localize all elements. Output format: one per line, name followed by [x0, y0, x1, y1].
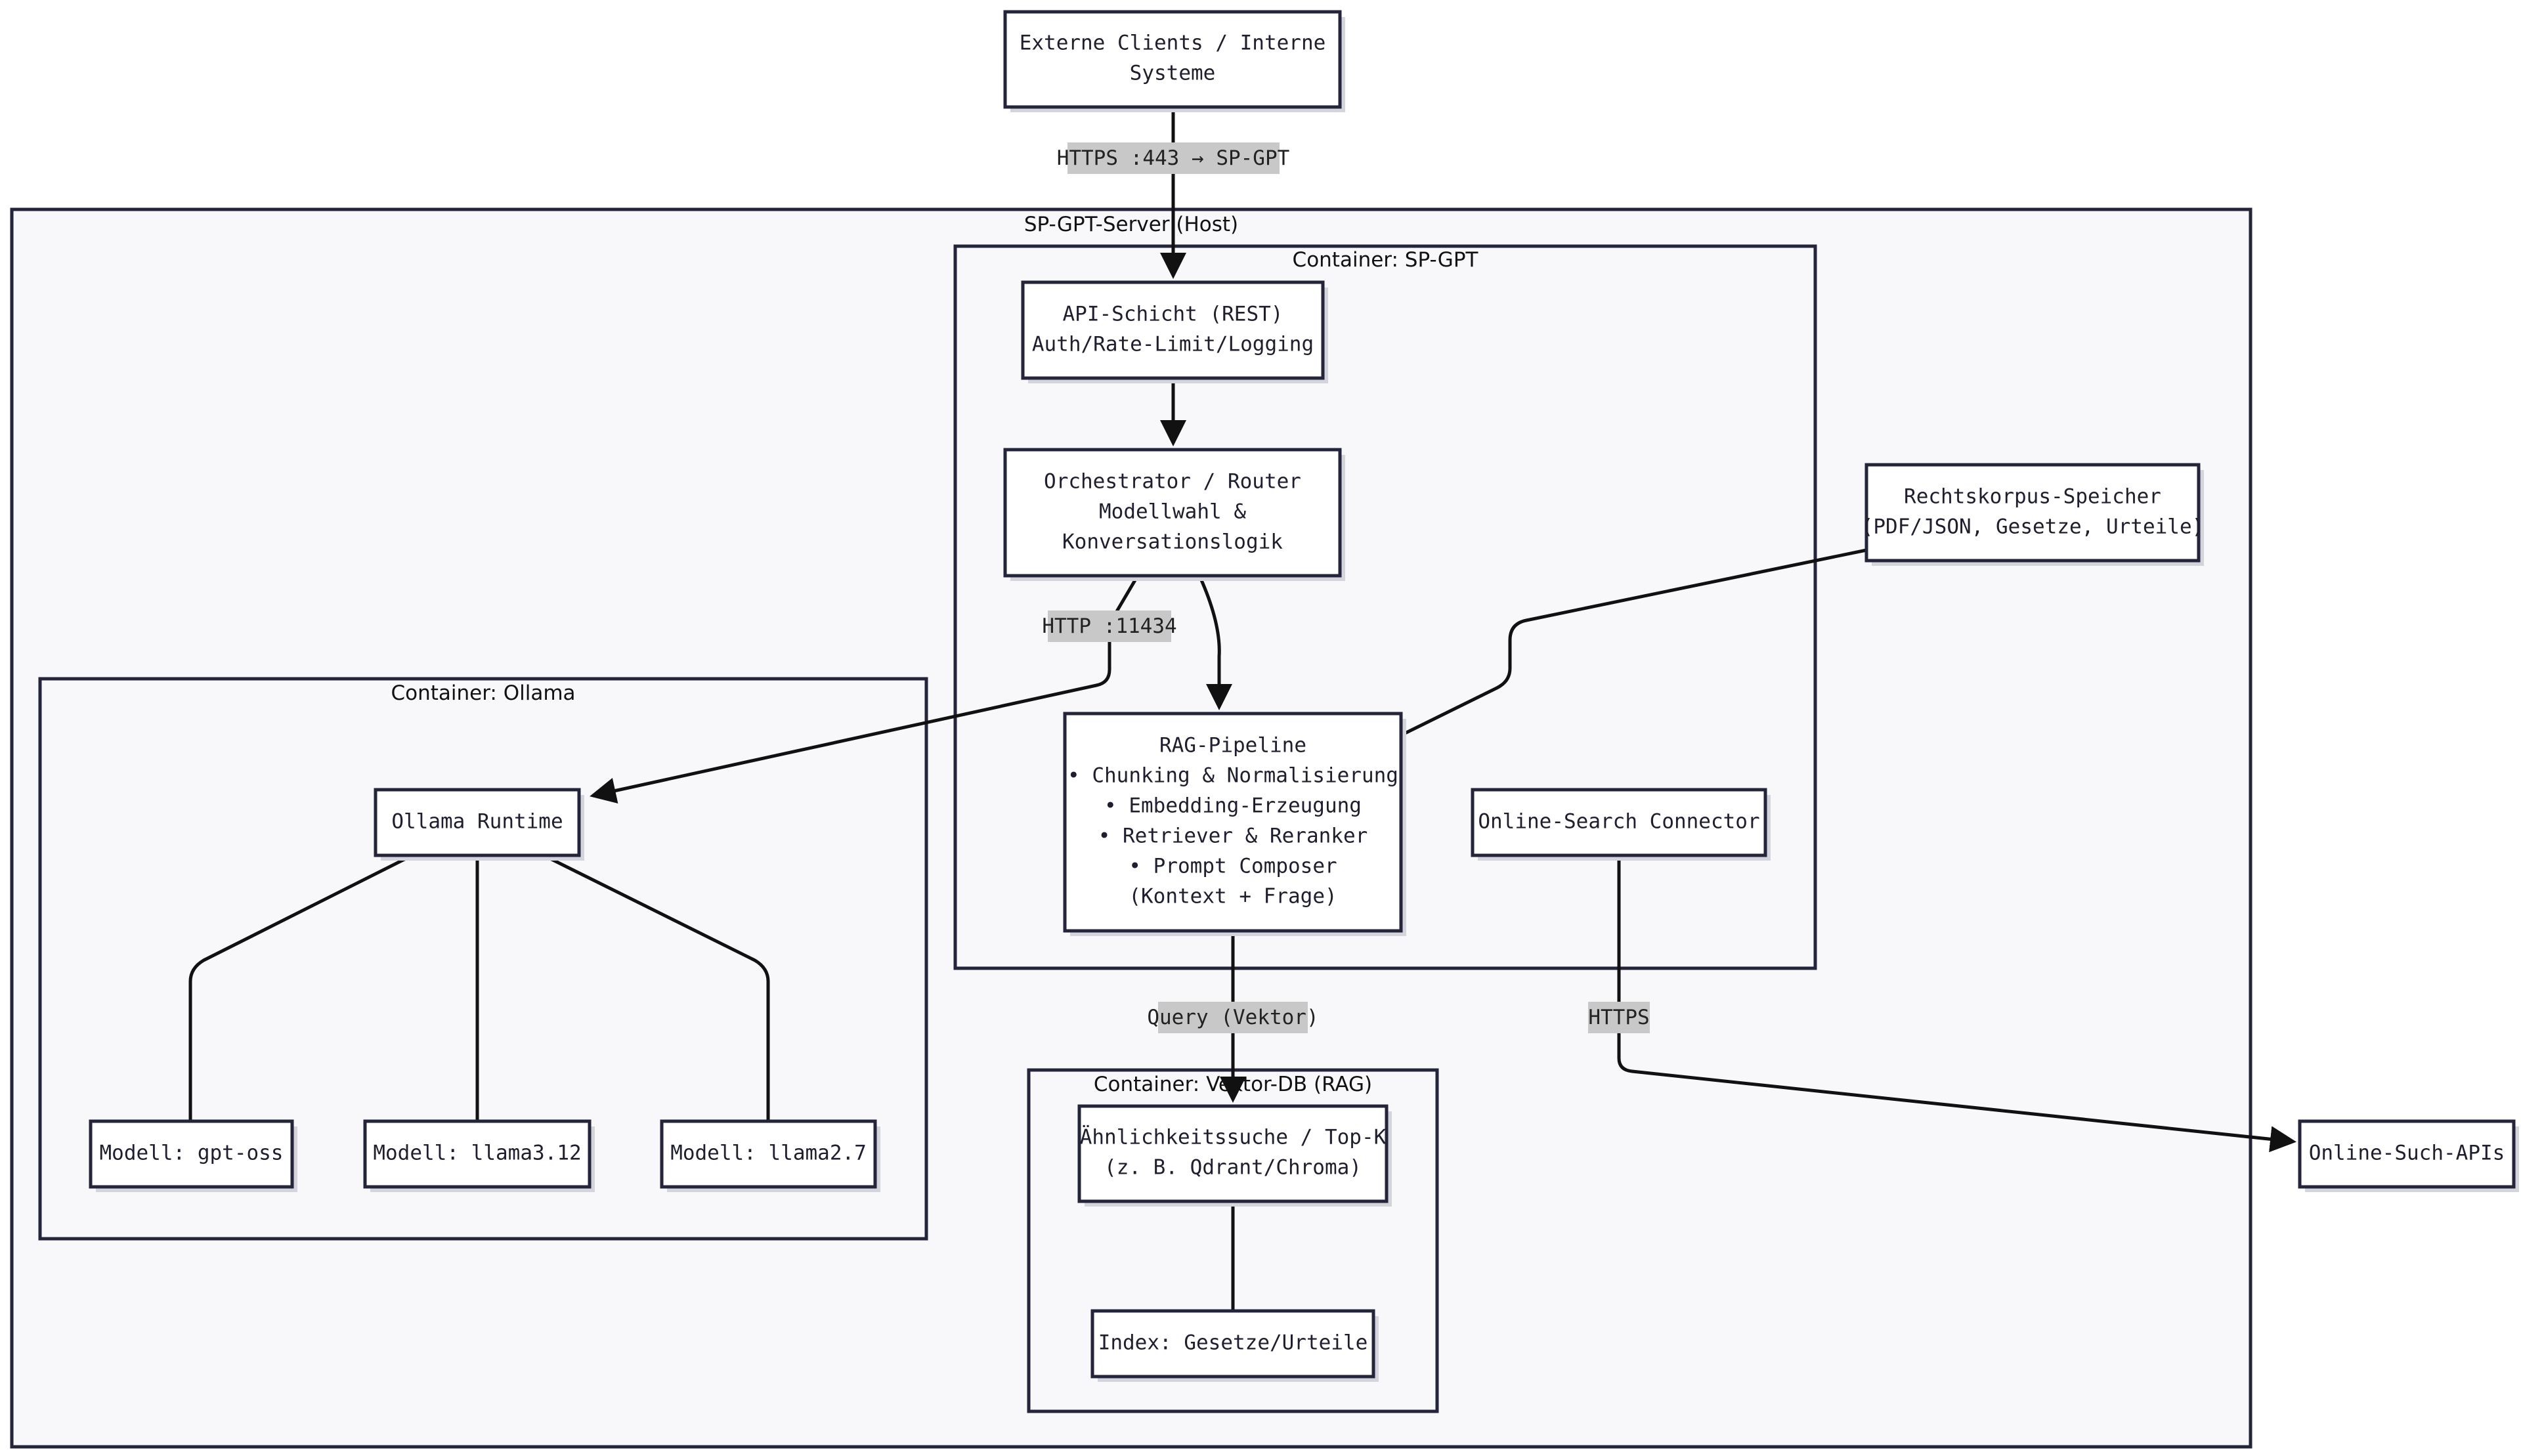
node-label-line: • Embedding-Erzeugung	[1104, 794, 1362, 818]
node-box	[1021, 280, 1325, 380]
node-box	[1003, 10, 1342, 109]
node-label-line: • Chunking & Normalisierung	[1067, 764, 1398, 788]
edge-orchestrator-to-rag	[1197, 574, 1232, 710]
cluster-spgpt-label: Container: SP-GPT	[1293, 248, 1479, 272]
node-similarity-search[interactable]: Ähnlichkeitssuche / Top-K (z. B. Qdrant/C…	[1077, 1104, 1392, 1207]
node-label-line: (z. B. Qdrant/Chroma)	[1104, 1156, 1362, 1180]
node-box	[1864, 463, 2201, 563]
node-box	[1003, 448, 1342, 578]
cluster-ollama-label: Container: Ollama	[391, 681, 575, 705]
node-box	[1077, 1104, 1389, 1203]
svg-text:HTTPS :443 → SP-GPT: HTTPS :443 → SP-GPT	[1057, 146, 1290, 170]
node-label-line: Konversationslogik	[1062, 530, 1283, 554]
svg-text:HTTP :11434: HTTP :11434	[1042, 614, 1176, 638]
edge-ollama-to-gptoss	[188, 853, 414, 1121]
node-label-line: Ollama Runtime	[391, 810, 563, 834]
node-model-llama3-12[interactable]: Modell: llama3.12	[363, 1119, 595, 1192]
node-box	[374, 788, 581, 857]
node-label-line: Online-Search Connector	[1478, 810, 1759, 834]
edges	[188, 107, 2296, 1311]
edge-korpus-to-rag	[1400, 548, 1867, 737]
edge-label-query-vektor: Query (Vektor)	[1147, 1002, 1319, 1033]
node-label-line: • Retriever & Reranker	[1098, 824, 1368, 848]
edge-label-https: HTTPS	[1588, 1002, 1650, 1033]
edge-orchestrator-to-ollama	[590, 574, 1140, 804]
node-label-line: Modell: gpt-oss	[100, 1142, 284, 1165]
node-index[interactable]: Index: Gesetze/Urteile	[1090, 1309, 1379, 1382]
node-box	[1063, 712, 1403, 933]
node-label-line: RAG-Pipeline	[1159, 734, 1306, 758]
node-box	[660, 1119, 877, 1189]
edge-ollama-to-llama27	[542, 853, 770, 1121]
node-label-line: (PDF/JSON, Gesetze, Urteile)	[1861, 515, 2205, 539]
node-label-line: Systeme	[1130, 62, 1216, 85]
node-label-line: Externe Clients / Interne	[1020, 32, 1326, 55]
node-label-line: (Kontext + Frage)	[1129, 885, 1337, 909]
node-label-line: Modellwahl &	[1099, 500, 1246, 524]
node-label-line: Auth/Rate-Limit/Logging	[1032, 333, 1314, 356]
node-label-line: Online-Such-APIs	[2309, 1142, 2505, 1165]
node-label-line: Modell: llama3.12	[373, 1142, 581, 1165]
node-box	[2298, 1119, 2516, 1189]
svg-text:Query (Vektor): Query (Vektor)	[1147, 1006, 1318, 1029]
node-rag-pipeline[interactable]: RAG-Pipeline • Chunking & Normalisierung •…	[1063, 712, 1406, 936]
node-label-line: Ähnlichkeitssuche / Top-K	[1080, 1126, 1387, 1149]
node-box	[89, 1119, 294, 1189]
node-label-line: Orchestrator / Router	[1044, 470, 1301, 494]
node-model-llama2-7[interactable]: Modell: llama2.7	[660, 1119, 880, 1192]
edge-connector-to-online-apis	[1617, 855, 2296, 1153]
node-rechtskorpus-speicher[interactable]: Rechtskorpus-Speicher (PDF/JSON, Gesetze,…	[1861, 463, 2205, 566]
node-box	[1471, 788, 1767, 857]
node-api-layer[interactable]: API-Schicht (REST) Auth/Rate-Limit/Loggin…	[1021, 280, 1328, 383]
node-box	[1090, 1309, 1375, 1379]
node-label-line: Rechtskorpus-Speicher	[1904, 485, 2161, 509]
node-online-search-connector[interactable]: Online-Search Connector	[1471, 788, 1771, 861]
node-label-line: • Prompt Composer	[1129, 855, 1337, 878]
edge-label-https-443: HTTPS :443 → SP-GPT	[1057, 142, 1290, 174]
node-label-line: Modell: llama2.7	[670, 1142, 867, 1165]
cluster-host-label: SP-GPT-Server (Host)	[1024, 213, 1238, 236]
node-model-gpt-oss[interactable]: Modell: gpt-oss	[89, 1119, 297, 1192]
node-ollama-runtime[interactable]: Ollama Runtime	[374, 788, 584, 861]
node-box	[363, 1119, 592, 1189]
edge-label-http-11434: HTTP :11434	[1042, 610, 1177, 642]
node-label-line: Index: Gesetze/Urteile	[1098, 1331, 1368, 1355]
node-online-such-apis[interactable]: Online-Such-APIs	[2298, 1119, 2519, 1192]
node-label-line: API-Schicht (REST)	[1063, 303, 1283, 326]
svg-text:HTTPS: HTTPS	[1588, 1006, 1649, 1029]
